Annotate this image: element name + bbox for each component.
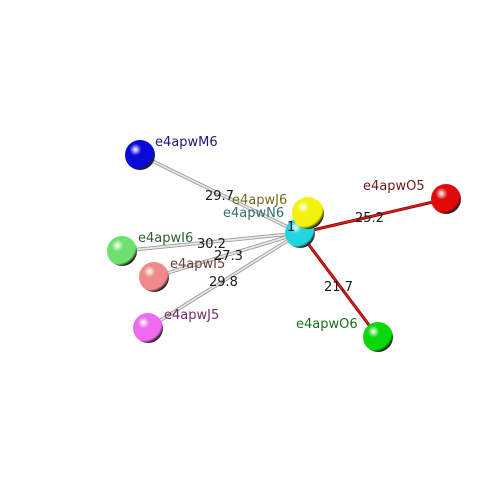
bond-e4apwJ5 xyxy=(146,231,302,330)
atom-label-e4apwO5: e4apwO5 xyxy=(363,179,425,194)
bond-e4apwI6 xyxy=(120,231,302,253)
atom-e4apwO6[interactable] xyxy=(363,322,393,352)
atom-label-e4apwJ6: e4apwJ6 xyxy=(232,193,287,208)
atom-e4apwO5[interactable] xyxy=(431,184,461,214)
atom-label-e4apwI6: e4apwI6 xyxy=(138,231,193,246)
atom-label-e4apwN6: e4apwN6 xyxy=(223,206,284,221)
distance-label-e4apwI5: 27.3 xyxy=(214,249,243,264)
atoms xyxy=(107,140,461,352)
bond-e4apwO6 xyxy=(298,231,380,339)
atom-e4apwJ5[interactable] xyxy=(133,313,163,343)
distance-label-e4apwI6: 30.2 xyxy=(197,237,226,252)
distance-label-e4apwJ5: 29.8 xyxy=(209,275,238,290)
distance-label-e4apwM6: 29.7 xyxy=(205,189,234,204)
bond-e4apwO5 xyxy=(298,197,448,235)
atom-label-e4apwI5: e4apwI5 xyxy=(170,257,225,272)
distance-label-e4apwO5: 25.2 xyxy=(355,211,384,226)
atom-label-e4apwM6: e4apwM6 xyxy=(155,135,218,150)
atom-label-e4apwO6: e4apwO6 xyxy=(296,317,358,332)
bond-e4apwI5 xyxy=(152,231,302,279)
atom-e4apwI6[interactable] xyxy=(107,236,137,266)
atom-e4apwM6[interactable] xyxy=(125,140,155,170)
bond-e4apwM6 xyxy=(138,153,302,235)
center-overlap-label: 1 xyxy=(287,220,295,235)
atom-label-e4apwJ5: e4apwJ5 xyxy=(164,308,219,323)
distance-label-e4apwO6: 21.7 xyxy=(324,280,353,295)
bonds xyxy=(120,153,448,339)
atom-e4apwJ6[interactable] xyxy=(292,197,324,229)
atom-e4apwI5[interactable] xyxy=(139,262,169,292)
